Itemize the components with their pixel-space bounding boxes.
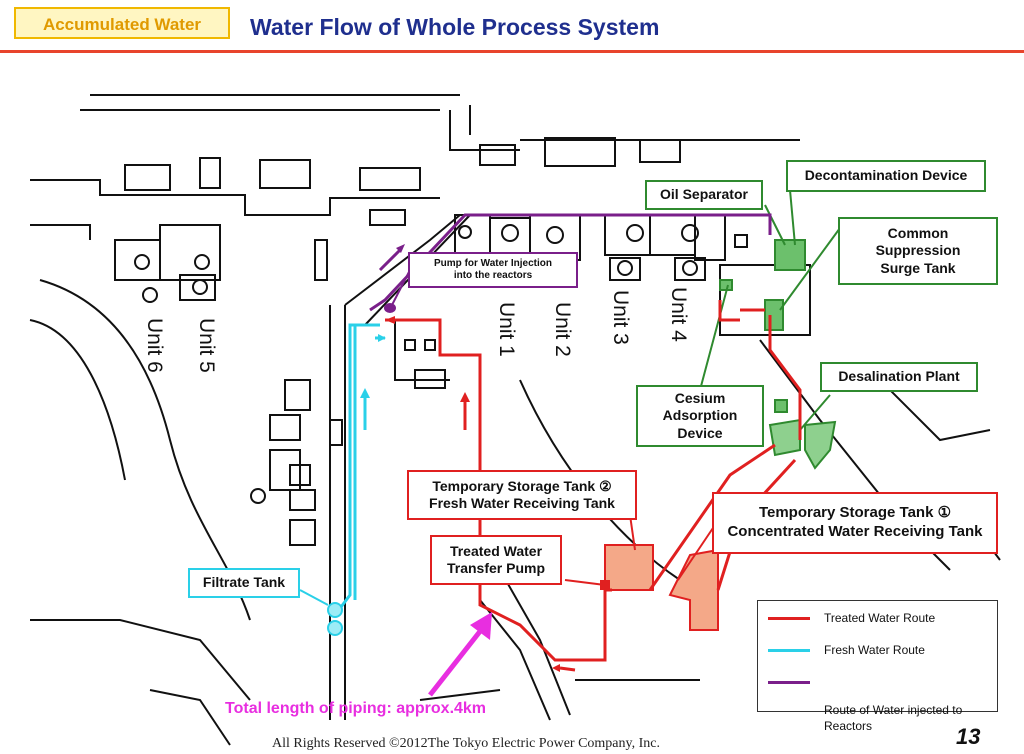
common-suppression-surge-tank-label: Common Suppression Surge Tank — [838, 217, 998, 285]
page-number: 13 — [956, 724, 981, 749]
section-tag: Accumulated Water — [14, 7, 230, 39]
cesium-adsorption-device-label: Cesium Adsorption Device — [636, 385, 764, 447]
unit-6-label: Unit 6 — [143, 318, 166, 373]
unit-2-label: Unit 2 — [551, 302, 574, 357]
legend-swatch-injected — [768, 681, 810, 684]
unit-4-label: Unit 4 — [667, 287, 690, 342]
desalination-plant-label: Desalination Plant — [820, 362, 978, 392]
unit-1-label: Unit 1 — [495, 302, 518, 357]
legend-label-fresh: Fresh Water Route — [824, 643, 925, 657]
unit-5-label: Unit 5 — [195, 318, 218, 373]
legend-label-treated: Treated Water Route — [824, 611, 936, 625]
temporary-storage-tank-2-label: Temporary Storage Tank ② Fresh Water Rec… — [407, 470, 637, 520]
piping-length-note: Total length of piping: approx.4km — [225, 700, 487, 717]
copyright-notice: All Rights Reserved ©2012The Tokyo Elect… — [272, 736, 660, 751]
legend-label-injected: Route of Water injected to Reactors — [824, 703, 963, 733]
page-title: Water Flow of Whole Process System — [250, 14, 660, 40]
oil-separator-label: Oil Separator — [645, 180, 763, 210]
injection-pump-label: Pump for Water Injection into the reacto… — [408, 252, 578, 288]
legend-item-injected: Route of Water injected to Reactors — [758, 675, 997, 733]
legend: Treated Water Route Fresh Water Route Ro… — [757, 600, 998, 733]
legend-swatch-fresh — [768, 649, 810, 652]
header-divider — [0, 50, 1024, 53]
legend-swatch-treated — [768, 617, 810, 620]
decontamination-device-label: Decontamination Device — [786, 160, 986, 192]
treated-water-transfer-pump-label: Treated Water Transfer Pump — [430, 535, 562, 585]
filtrate-tank-label: Filtrate Tank — [188, 568, 300, 598]
temporary-storage-tank-1-label: Temporary Storage Tank ① Concentrated Wa… — [712, 492, 998, 554]
unit-3-label: Unit 3 — [609, 290, 632, 345]
